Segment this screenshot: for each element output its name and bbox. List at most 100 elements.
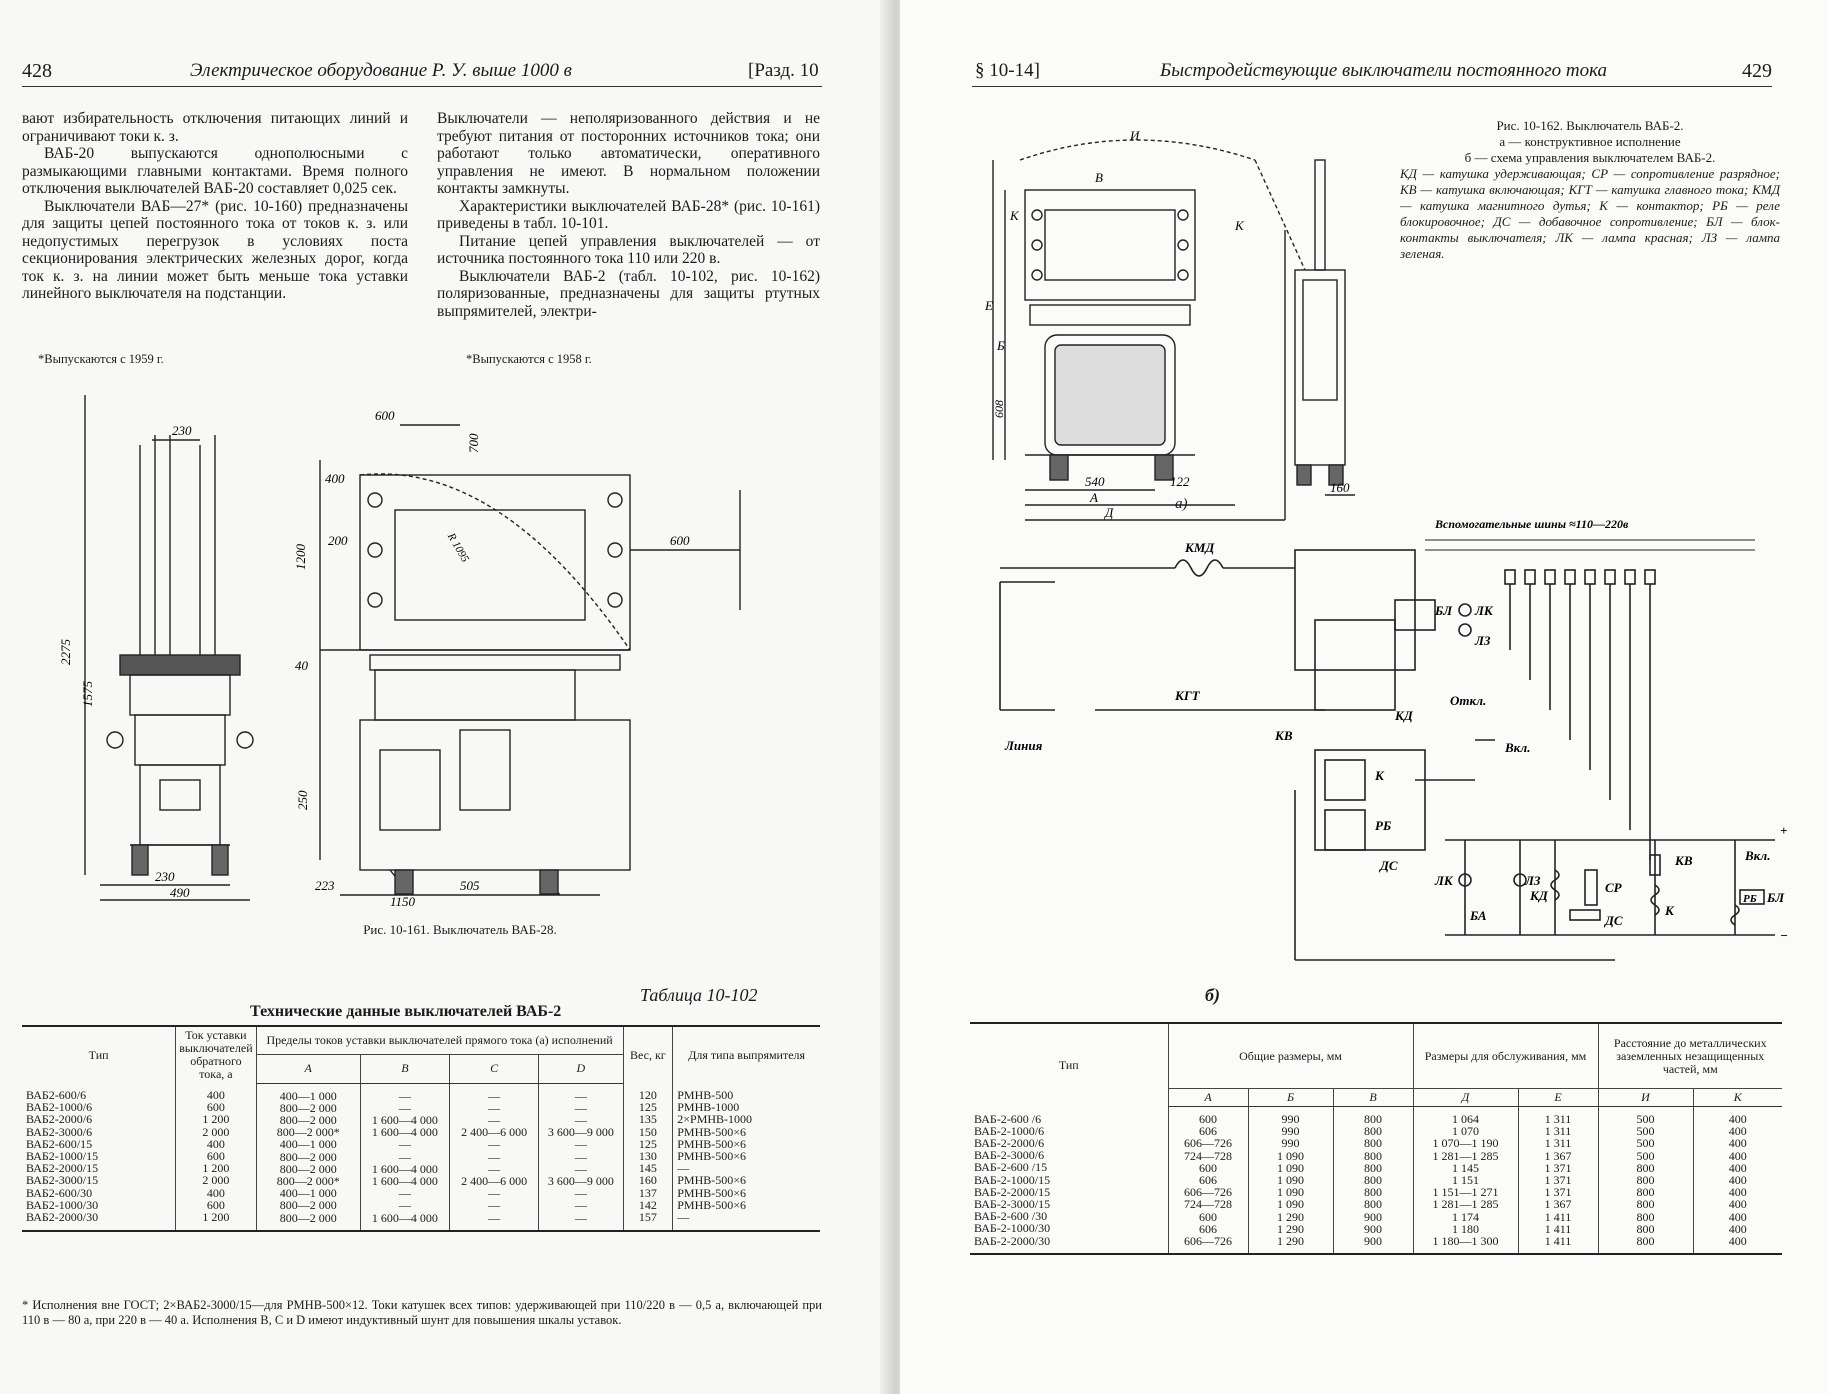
footnote-col2: *Выпускаются с 1958 г. [466,352,592,366]
dimension-label: И [1129,128,1140,143]
footnote-col1: *Выпускаются с 1959 г. [38,352,164,366]
running-title-left: Электрическое оборудование Р. У. выше 10… [190,60,572,81]
schema-label: КВ [1674,853,1693,868]
figure-a-label: а) [1175,496,1188,512]
paragraph: Характеристики выключателей ВАБ-28* (рис… [437,197,820,233]
col-header-v: В [1332,1088,1413,1107]
dimension-label: 600 [670,533,690,548]
dimension-label: В [1095,170,1103,185]
paragraph: Выключатели ВАБ—27* (рис. 10-160) предна… [22,197,408,303]
caption-b: б — схема управления выключателем ВАБ-2. [1464,150,1716,165]
dimension-label: 223 [315,878,335,893]
col-header-reverse-current: Ток уставки выключателей обратного тока,… [175,1025,257,1083]
dimension-label: 600 [375,408,395,423]
schema-label: ДС [1379,858,1398,873]
cell-e: 1 311 1 311 1 311 1 367 1 371 1 371 1 37… [1517,1106,1598,1255]
schema-label: БА [1469,908,1487,923]
table-10-102: Тип Ток уставки выключателей обратного т… [22,1025,820,1232]
table-body-row: ВАБ2-600/6 ВАБ2-1000/6 ВАБ2-2000/6 ВАБ2-… [22,1083,820,1231]
left-page: 428 Электрическое оборудование Р. У. выш… [0,0,900,1394]
table-footnote: * Исполнения вне ГОСТ; 2×ВАБ2-3000/15—дл… [22,1298,822,1327]
schema-label: − [1780,928,1788,943]
text-column-2: Выключатели — неполяризованного действия… [437,110,820,320]
paragraph: Выключатели ВАБ-2 (табл. 10-102, рис. 10… [437,267,820,320]
cell-variant-c: — — — 2 400—6 000 — — — 2 400—6 000 — — … [448,1083,539,1231]
col-header-variant-a: А [255,1054,361,1084]
col-header-e: Е [1517,1088,1598,1107]
dimension-label: 608 [992,400,1006,418]
col-header-variant-c: С [448,1054,539,1084]
cell-v: 800 800 800 800 800 800 800 800 900 900 … [1332,1106,1413,1255]
figure-caption-10-161: Рис. 10-161. Выключатель ВАБ-28. [363,922,557,937]
schema-label: К [1374,768,1385,783]
schema-label: ЛК [1474,603,1494,618]
vab28-side-view: 230 2275 1575 230 490 [58,395,254,901]
schema-label: РБ [1743,893,1757,905]
col-header-service: Размеры для обслуживания, мм [1412,1022,1598,1089]
schema-label: Откл. [1450,693,1486,708]
schema-label: + [1780,823,1787,838]
col-header-type: Тип [22,1025,176,1083]
schema-label: КД [1394,708,1414,723]
dimension-label: 1150 [390,894,416,909]
header-rule-right [972,86,1772,87]
table-vab2-dimensions: Тип Общие размеры, мм Размеры для обслуж… [970,1022,1782,1255]
dimension-label: 122 [1170,474,1190,489]
cell-b: 990 990 990 1 090 1 090 1 090 1 090 1 09… [1247,1106,1333,1255]
cell-k: 400 400 400 400 400 400 400 400 400 400 … [1692,1106,1782,1255]
dimension-label: 1575 [80,681,95,708]
cell-variant-d: — — — 3 600—9 000 — — — 3 600—9 000 — — … [538,1083,624,1231]
dimension-label: 1200 [293,544,308,571]
dimension-label: 250 [295,790,310,810]
section-ref-right: § 10-14] [975,60,1040,81]
header-rule-left [22,86,822,87]
cell-i: 500 500 500 500 800 800 800 800 800 800 … [1597,1106,1693,1255]
table-label: Таблица 10-102 [640,985,758,1005]
schema-label: ЛЗ [1524,873,1541,888]
schema-label: БЛ [1434,603,1453,618]
col-header-overall: Общие размеры, мм [1167,1022,1413,1089]
right-page: § 10-14] Быстродействующие выключатели п… [900,0,1828,1394]
figure-b-label: б) [1205,985,1220,1005]
col-header-rectifier: Для типа выпрямителя [672,1025,820,1083]
paragraph: Питание цепей управления выключателей — … [437,232,820,268]
vab2-construction-drawing: И В К К Е Б 608 540 А 122 Д 160 [984,128,1355,521]
col-header-a: А [1167,1088,1248,1107]
text-column-1: вают избирательность отключения питающих… [22,110,408,303]
col-header-variant-b: В [359,1054,450,1084]
vab2-control-schematic: Вспомогательные шины ≈110—220в КМД КГТ Л… [999,517,1788,961]
paragraph: вают избирательность отключения питающих… [22,110,408,145]
dimension-label: 400 [325,471,345,486]
dimension-label: Б [996,338,1005,353]
col-header-k: К [1692,1088,1782,1107]
dimension-label: 505 [460,878,480,893]
schema-label: Линия [1004,738,1043,753]
schema-label: Вкл. [1504,740,1530,755]
caption-legend: КД — катушка удерживающая; СР — сопротив… [1400,166,1780,261]
cell-a: 600 606 606—726 724—728 600 606 606—726 … [1167,1106,1248,1255]
schema-label: КВ [1274,728,1293,743]
dimension-label: R 1095 [444,530,471,565]
schema-label: СР [1605,880,1623,895]
paragraph: ВАБ-20 выпускаются однополюсными с размы… [22,145,408,197]
cell-type: ВАБ-2-600 /6 ВАБ-2-1000/6 ВАБ-2-2000/6 В… [974,1111,1051,1248]
schema-label: КМД [1184,540,1215,555]
dimension-label: К [1009,208,1020,223]
dimension-label: Е [984,298,993,313]
cell-rectifier: РМНВ-500 РМНВ-1000 2×РМНВ-1000 РМНВ-500×… [672,1083,820,1231]
schema-label: Вспомогательные шины ≈110—220в [1434,517,1629,531]
dimension-label: 2275 [58,639,73,666]
schema-label: ДС [1604,913,1623,928]
section-ref-left: [Разд. 10 [748,60,819,81]
col-header-variant-d: D [538,1054,624,1084]
table-title: Технические данные выключателей ВАБ-2 [250,1003,562,1020]
cell-type: ВАБ2-600/6 ВАБ2-1000/6 ВАБ2-2000/6 ВАБ2-… [26,1088,99,1225]
col-header-d: Д [1412,1088,1518,1107]
paragraph: Выключатели — неполяризованного действия… [437,110,820,197]
col-header-b: Б [1247,1088,1333,1107]
dimension-label: 200 [328,533,348,548]
schema-label: ЛК [1434,873,1454,888]
dimension-label: К [1234,218,1245,233]
dimension-label: 490 [170,885,190,900]
cell-variant-b: — — 1 600—4 000 1 600—4 000 — — 1 600—4 … [359,1083,450,1231]
